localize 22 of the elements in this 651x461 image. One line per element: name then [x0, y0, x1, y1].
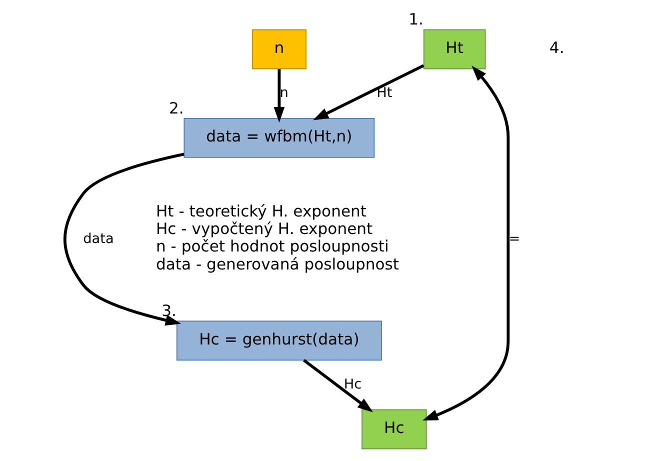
arrow [312, 64, 424, 120]
edge-label: = [508, 230, 520, 247]
label: n - počet hodnot posloupnosti [156, 238, 389, 256]
node-label: 3. [162, 302, 177, 320]
label: Hc - vypočtený H. exponent [156, 220, 373, 238]
node-box: Hc [362, 409, 427, 450]
edge-label: n [280, 85, 288, 102]
node-box: Hc = genhurst(data) [176, 320, 382, 361]
arrow [274, 69, 285, 123]
node-box: n [252, 29, 306, 70]
edge-label: Hc [344, 376, 362, 393]
label: 4. [549, 38, 564, 57]
node-label: 1. [408, 10, 424, 29]
edge-label: data [83, 230, 114, 247]
label: data - generovaná posloupnost [156, 255, 400, 274]
arrow [63, 152, 184, 326]
node-box: data = wfbm(Ht,n) [184, 118, 375, 158]
node-label: 2. [168, 99, 184, 118]
arrow [302, 359, 374, 412]
arrow [422, 66, 510, 421]
node-box: Ht [423, 29, 486, 70]
label: Ht - teoretický H. exponent [156, 202, 367, 221]
